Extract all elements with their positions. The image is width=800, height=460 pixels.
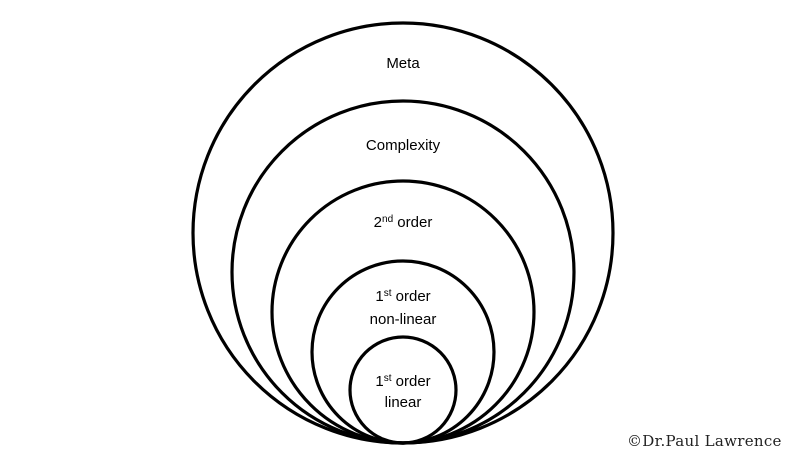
ring-label-second-order: 2nd order [374,214,433,231]
ring-first-order-linear [348,335,458,445]
copyright-credit: ©Dr.Paul Lawrence [627,432,782,450]
ring-label-first-order-linear: 1st order [375,373,430,390]
ring-label-first-order-non-linear: 1st order [375,288,430,305]
ring-label-first-order-non-linear: non-linear [370,311,437,328]
ring-label-complexity: Complexity [366,137,441,154]
ring-label-meta: Meta [386,55,420,72]
ring-label-first-order-linear: linear [385,394,422,411]
